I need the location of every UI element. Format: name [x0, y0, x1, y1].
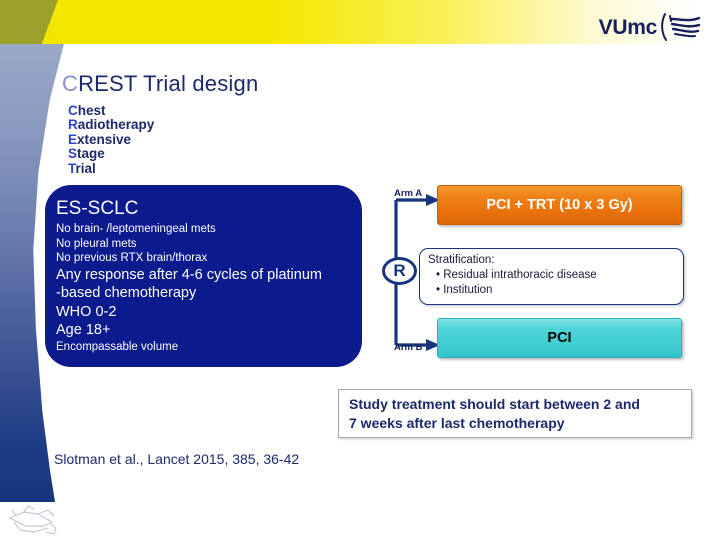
- acronym-key: R: [68, 117, 78, 133]
- page-title: CREST Trial design: [62, 71, 258, 97]
- acronym-word: tage: [77, 146, 105, 162]
- acronym-line: Chest: [68, 103, 154, 118]
- acronym-word: xtensive: [77, 131, 132, 147]
- vumc-logo: VUmc: [599, 12, 702, 42]
- acronym-key: E: [68, 131, 78, 147]
- acronym-line: Extensive: [68, 131, 154, 147]
- eligibility-criterion: -based chemotherapy: [56, 285, 197, 301]
- citation-text: Slotman et al., Lancet 2015, 385, 36-42: [54, 451, 300, 467]
- arrow-head-arm-b: [426, 339, 440, 351]
- acronym-word: adiotherapy: [77, 117, 155, 133]
- acronym-key: C: [68, 103, 78, 118]
- eligibility-box: ES-SCLC No brain- /leptomeningeal mets N…: [45, 185, 362, 367]
- footer-watermark-icon: [8, 505, 57, 535]
- timing-note-line: 7 weeks after last chemotherapy: [349, 415, 565, 431]
- acronym-line: Stage: [68, 147, 154, 161]
- stratification-item: • Residual intrathoracic disease: [436, 269, 597, 281]
- page-title-rest: REST Trial design: [78, 71, 259, 96]
- acronym-key: S: [68, 146, 78, 162]
- timing-note-line: Study treatment should start between 2 a…: [349, 396, 640, 412]
- header-yellow-band: [0, 0, 720, 44]
- arm-a-treatment-box: PCI + TRT (10 x 3 Gy): [437, 185, 682, 225]
- acronym-word: hest: [77, 103, 106, 118]
- stratification-item: • Institution: [436, 284, 493, 296]
- vumc-logo-text: VUmc: [598, 15, 658, 39]
- acronym-word: rial: [75, 160, 96, 176]
- arm-b-label: Arm B: [394, 342, 423, 353]
- acronym-line: Radiotherapy: [68, 118, 154, 132]
- stratification-box: Stratification: • Residual intrathoracic…: [419, 248, 684, 305]
- vumc-swoosh-icon: [661, 13, 701, 41]
- arm-a-label: Arm A: [394, 188, 423, 199]
- eligibility-criterion: No brain- /leptomeningeal mets: [56, 223, 216, 235]
- acronym-expansion: Chest Radiotherapy Extensive Stage Trial: [68, 103, 154, 176]
- timing-note-box: Study treatment should start between 2 a…: [338, 389, 692, 438]
- randomization-node: R: [382, 257, 417, 285]
- stratification-heading: Stratification:: [428, 254, 495, 266]
- acronym-key: T: [68, 160, 76, 176]
- eligibility-criterion: Any response after 4-6 cycles of platinu…: [56, 266, 322, 283]
- eligibility-criterion: Encompassable volume: [56, 340, 179, 353]
- eligibility-criterion: WHO 0-2: [56, 303, 117, 320]
- eligibility-heading: ES-SCLC: [56, 198, 139, 219]
- arrow-head-arm-a: [426, 194, 440, 206]
- arm-b-treatment-box: PCI: [437, 318, 682, 358]
- acronym-line: Trial: [68, 160, 154, 176]
- eligibility-criterion: No previous RTX brain/thorax: [56, 252, 208, 264]
- page-title-lead-letter: C: [62, 71, 79, 96]
- eligibility-criterion: Age 18+: [56, 322, 111, 338]
- eligibility-criterion: No pleural mets: [56, 237, 137, 250]
